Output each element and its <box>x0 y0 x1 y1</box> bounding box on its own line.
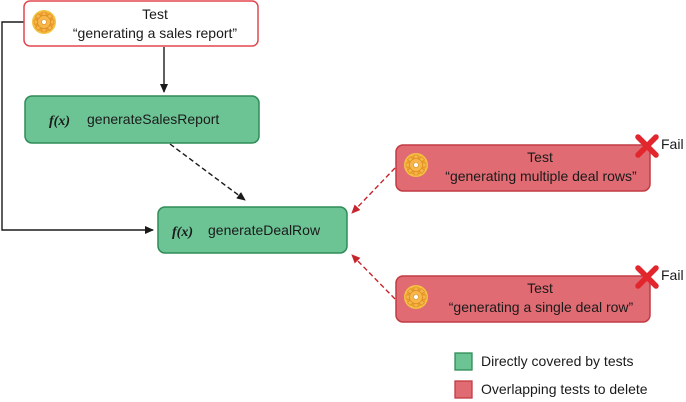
legend-item-covered: Directly covered by tests <box>454 352 634 371</box>
node-generate-deal-row: f(x) generateDealRow <box>157 206 348 254</box>
edge-test-to-deal-row <box>1 21 154 234</box>
node-test-sales-report: Test “generating a sales report” <box>23 0 259 47</box>
function-name: generateDealRow <box>208 222 321 238</box>
legend-label: Overlapping tests to delete <box>481 381 648 397</box>
fail-label: Fail <box>661 267 684 283</box>
test-title: Test <box>142 6 168 22</box>
test-name: “generating a single deal row” <box>449 299 634 315</box>
node-test-multiple-deal-rows: Test “generating multiple deal rows” Fai… <box>395 136 684 192</box>
legend-swatch-green <box>454 352 473 371</box>
test-title: Test <box>527 149 553 165</box>
legend-item-overlapping: Overlapping tests to delete <box>454 380 648 399</box>
function-icon: f(x) <box>49 114 70 129</box>
edge-sales-report-to-deal-row <box>169 143 246 201</box>
test-title: Test <box>527 280 553 296</box>
legend: Directly covered by tests Overlapping te… <box>454 352 648 399</box>
legend-swatch-red <box>454 380 473 399</box>
gear-icon <box>403 284 429 310</box>
function-icon: f(x) <box>172 225 193 240</box>
node-generate-sales-report: f(x) generateSalesReport <box>24 95 260 144</box>
node-test-single-deal-row: Test “generating a single deal row” Fail <box>395 267 684 323</box>
gear-icon <box>403 152 429 178</box>
legend-label: Directly covered by tests <box>481 353 634 369</box>
fail-label: Fail <box>661 136 684 152</box>
function-name: generateSalesReport <box>87 111 219 127</box>
edge-multiple-rows-to-deal-row <box>351 167 396 214</box>
gear-icon <box>31 9 57 35</box>
edge-single-row-to-deal-row <box>351 254 396 300</box>
test-name: “generating multiple deal rows” <box>445 168 637 184</box>
test-name: “generating a sales report” <box>73 25 238 41</box>
